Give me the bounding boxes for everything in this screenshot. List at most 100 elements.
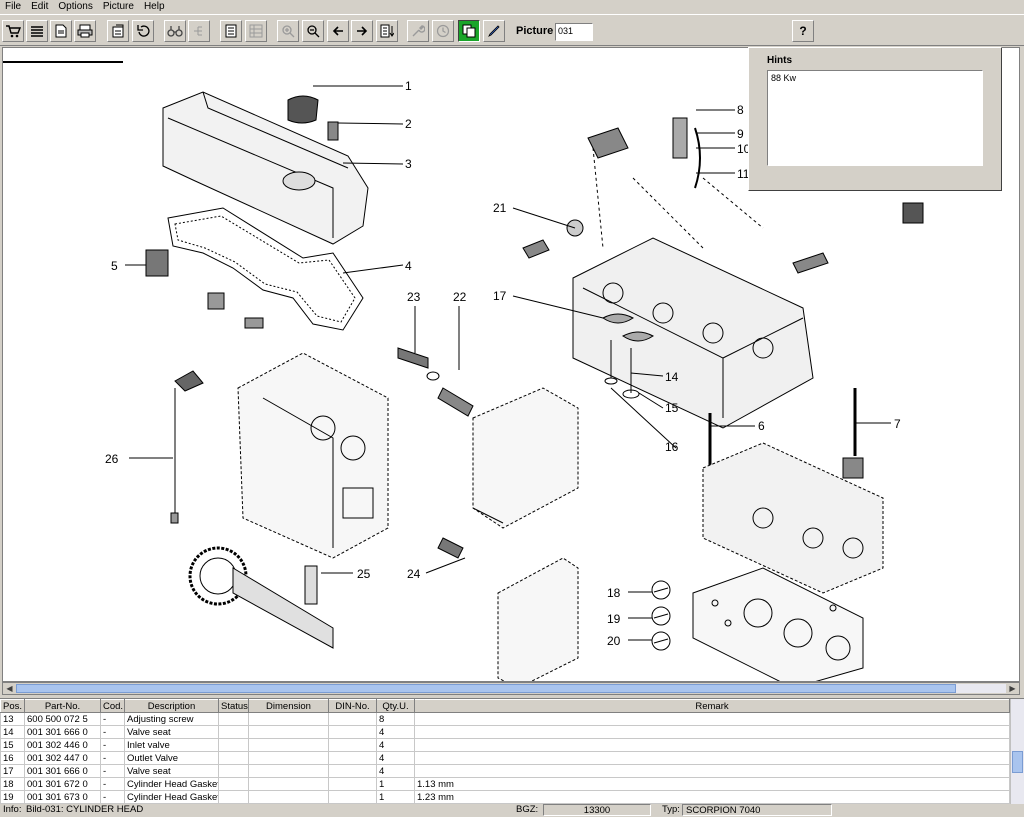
callout-label[interactable]: 17 — [493, 289, 507, 303]
cell-qty: 8 — [376, 712, 415, 726]
col-part-no[interactable]: Part-No. — [24, 699, 101, 713]
callout-label[interactable]: 20 — [607, 634, 621, 648]
cell-status — [218, 777, 249, 791]
cell-cod: - — [100, 751, 125, 765]
callout-label[interactable]: 3 — [405, 157, 412, 171]
cell-remark — [414, 764, 1010, 778]
vertical-scrollbar[interactable] — [1010, 699, 1024, 804]
col-status[interactable]: Status — [218, 699, 249, 713]
callout-label[interactable]: 24 — [407, 567, 421, 581]
wrench-icon[interactable] — [407, 20, 429, 42]
cell-description: Adjusting screw — [124, 712, 219, 726]
picture-number-input[interactable]: 031 — [555, 23, 593, 41]
menu-file[interactable]: File — [5, 1, 22, 12]
open-file-icon[interactable] — [50, 20, 72, 42]
col-din-no[interactable]: DIN-No. — [328, 699, 377, 713]
scroll-track[interactable] — [16, 684, 1006, 693]
cell-cod: - — [100, 712, 125, 726]
clock-icon[interactable] — [432, 20, 454, 42]
callout-label[interactable]: 25 — [357, 567, 371, 581]
cell-cod: - — [100, 725, 125, 739]
arrow-left-icon[interactable] — [327, 20, 349, 42]
copy-pages-icon[interactable] — [458, 20, 480, 42]
col-qty[interactable]: Qty.U. — [376, 699, 415, 713]
callout-label[interactable]: 7 — [894, 417, 901, 431]
cell-pos: 14 — [0, 725, 25, 739]
tree-icon[interactable] — [188, 20, 210, 42]
col-remark[interactable]: Remark — [414, 699, 1010, 713]
cell-cod: - — [100, 738, 125, 752]
cell-description: Outlet Valve — [124, 751, 219, 765]
print-icon[interactable] — [74, 20, 96, 42]
cell-status — [218, 725, 249, 739]
callout-label[interactable]: 18 — [607, 586, 621, 600]
cell-pos: 18 — [0, 777, 25, 791]
scroll-left-icon[interactable]: ◀ — [6, 684, 13, 693]
binoculars-icon[interactable] — [164, 20, 186, 42]
callout-label[interactable]: 21 — [493, 201, 507, 215]
help-button[interactable]: ? — [792, 20, 814, 42]
menu-picture[interactable]: Picture — [102, 1, 134, 12]
cell-part-no: 001 302 446 0 — [24, 738, 101, 752]
horizontal-scrollbar[interactable]: ◀ ▶ — [2, 682, 1020, 695]
list-icon[interactable] — [26, 20, 48, 42]
callout-label[interactable]: 10 — [737, 142, 751, 156]
callout-label[interactable]: 2 — [405, 117, 412, 131]
menu-help[interactable]: Help — [143, 1, 165, 12]
col-pos[interactable]: Pos. — [0, 699, 25, 713]
table-icon[interactable] — [245, 20, 267, 42]
scroll-thumb[interactable] — [16, 684, 956, 693]
callout-label[interactable]: 26 — [105, 452, 119, 466]
menu-bar: File Edit Options Picture Help — [0, 0, 1024, 14]
col-dimension[interactable]: Dimension — [248, 699, 329, 713]
parts-diagram: 1 2 3 4 5 6 7 8 9 10 11 14 15 16 17 18 1… — [3, 61, 924, 681]
callout-label[interactable]: 11 — [737, 167, 750, 181]
vertical-scroll-thumb[interactable] — [1012, 751, 1023, 773]
col-description[interactable]: Description — [124, 699, 219, 713]
cell-qty: 4 — [376, 764, 415, 778]
callout-label[interactable]: 5 — [111, 259, 118, 273]
undo-icon[interactable] — [132, 20, 154, 42]
cell-remark — [414, 725, 1010, 739]
callout-label[interactable]: 4 — [405, 259, 412, 273]
cell-dimension — [248, 738, 329, 752]
cell-pos: 19 — [0, 790, 25, 804]
callout-label[interactable]: 16 — [665, 440, 679, 454]
pen-icon[interactable] — [483, 20, 505, 42]
bgz-label: BGZ: — [516, 804, 539, 815]
zoom-in-icon[interactable] — [277, 20, 299, 42]
cell-qty: 1 — [376, 790, 415, 804]
callout-label[interactable]: 8 — [737, 103, 744, 117]
cell-qty: 4 — [376, 738, 415, 752]
document-icon[interactable] — [220, 20, 242, 42]
export-icon[interactable] — [107, 20, 129, 42]
col-cod[interactable]: Cod. — [100, 699, 125, 713]
callout-label[interactable]: 1 — [405, 79, 412, 93]
callout-label[interactable]: 6 — [758, 419, 765, 433]
sort-list-icon[interactable] — [376, 20, 398, 42]
bgz-value: 13300 — [543, 804, 651, 816]
callout-label[interactable]: 9 — [737, 127, 744, 141]
callout-label[interactable]: 19 — [607, 612, 621, 626]
callout-label[interactable]: 15 — [665, 401, 679, 415]
menu-options[interactable]: Options — [58, 1, 93, 12]
cell-qty: 4 — [376, 751, 415, 765]
callout-label[interactable]: 22 — [453, 290, 467, 304]
callout-label[interactable]: 14 — [665, 370, 679, 384]
cart-icon[interactable] — [2, 20, 24, 42]
arrow-right-icon[interactable] — [351, 20, 373, 42]
callout-label[interactable]: 23 — [407, 290, 421, 304]
cell-part-no: 001 302 447 0 — [24, 751, 101, 765]
hints-panel: Hints 88 Kw — [748, 47, 1002, 191]
menu-edit[interactable]: Edit — [31, 1, 49, 12]
zoom-out-icon[interactable] — [302, 20, 324, 42]
scroll-right-icon[interactable]: ▶ — [1009, 684, 1016, 693]
picture-label: Picture — [516, 25, 554, 37]
